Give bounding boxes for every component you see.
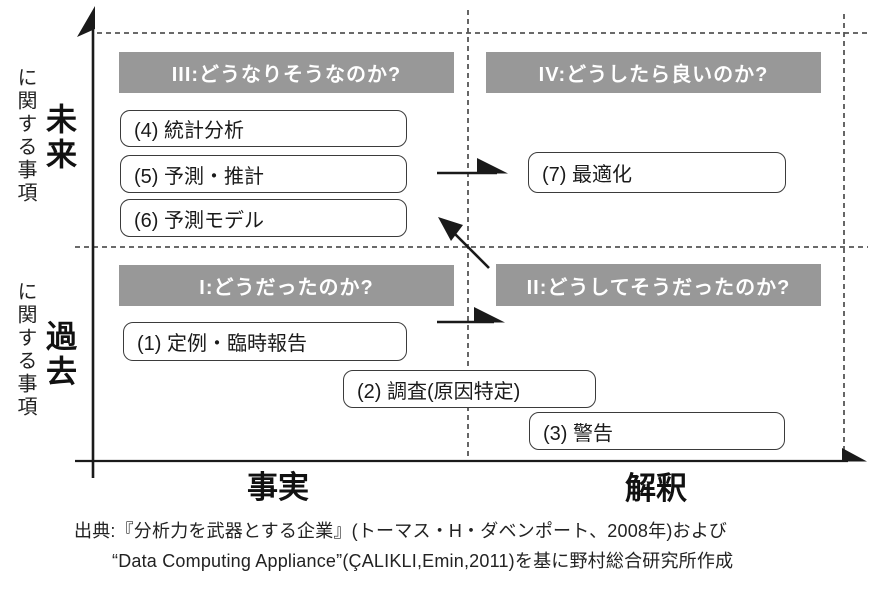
arrow-right-icon (474, 307, 505, 323)
y-axis-arrowhead-icon (77, 6, 95, 37)
dashed-grid-lines (75, 10, 868, 461)
quadrant-i-header: I:どうだったのか? (119, 265, 454, 306)
x-axis (75, 448, 867, 463)
source-citation-line2: “Data Computing Appliance”(ÇALIKLI,Emin,… (112, 551, 734, 571)
source-citation-line1: 出典:『分析力を武器とする企業』(トーマス・H・ダベンポート、2008年)および (74, 521, 728, 541)
y-axis (77, 6, 95, 478)
y-axis-label-future-suffix: に関する事項 (14, 67, 36, 205)
arrow-forecast-to-optimize (437, 158, 508, 175)
item-box-investigation: (2) 調査(原因特定) (343, 370, 596, 408)
arrow-report-to-why (437, 307, 505, 324)
quadrant-iii-header: III:どうなりそうなのか? (119, 52, 454, 93)
y-axis-label-past: 過去 (41, 320, 76, 390)
x-axis-arrowhead-icon (842, 448, 867, 462)
arrow-up-left-icon (438, 217, 463, 241)
arrow-right-icon (477, 158, 508, 174)
x-axis-label-fact: 事実 (247, 470, 309, 505)
item-box-predictive-model: (6) 予測モデル (120, 199, 407, 237)
item-box-statistical-analysis: (4) 統計分析 (120, 110, 407, 147)
item-box-regular-reports: (1) 定例・臨時報告 (123, 322, 407, 361)
quadrant-iv-header: IV:どうしたら良いのか? (486, 52, 821, 93)
y-axis-label-past-suffix: に関する事項 (14, 281, 36, 419)
item-box-forecast-estimation: (5) 予測・推計 (120, 155, 407, 193)
y-axis-label-future: 未来 (41, 103, 76, 173)
item-box-alerts: (3) 警告 (529, 412, 785, 450)
x-axis-label-interpretation: 解釈 (625, 471, 687, 506)
arrow-why-to-model (438, 217, 490, 269)
quadrant-ii-header: II:どうしてそうだったのか? (496, 264, 821, 306)
item-box-optimization: (7) 最適化 (528, 152, 786, 193)
